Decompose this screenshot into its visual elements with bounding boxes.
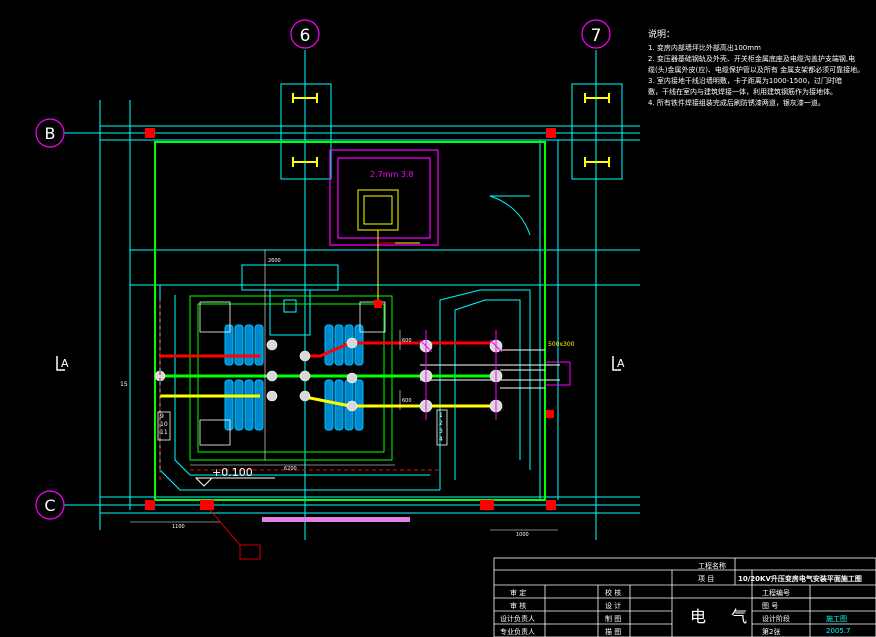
elevation-label: +0.100 bbox=[212, 466, 253, 479]
section-a-right: A bbox=[617, 357, 625, 370]
dim-bottom-b: 6200 bbox=[284, 466, 297, 472]
column-markers bbox=[145, 128, 556, 510]
thin-cables bbox=[420, 349, 560, 389]
tb-project-label: 工程名称 bbox=[698, 562, 726, 570]
ground-bus bbox=[159, 300, 440, 480]
dim-bottom-c: 1000 bbox=[516, 532, 529, 538]
tb-drawing-title: 10/20KV升压变房电气安装平面施工图 bbox=[738, 575, 862, 583]
tb-row-right-2: 图 号 bbox=[762, 602, 779, 610]
left-dim-11: 11 bbox=[160, 429, 168, 436]
tb-row-mid-1: 校 核 bbox=[605, 589, 622, 597]
bus-entry bbox=[545, 361, 571, 386]
elevation-mark bbox=[194, 477, 275, 487]
dim-mid-b: 600 bbox=[402, 398, 412, 404]
tb-row-right-3: 设计阶段 bbox=[762, 615, 790, 623]
steel-brackets bbox=[292, 93, 610, 167]
transformer-body bbox=[241, 264, 339, 336]
tb-category-label: 项 目 bbox=[698, 575, 715, 583]
title-block-frame bbox=[493, 557, 876, 637]
note-line-1: 1. 变房内部墙坪比外部高出100mm bbox=[648, 44, 761, 52]
grid-lines bbox=[64, 50, 640, 540]
tb-row-mid-2: 设 计 bbox=[605, 602, 622, 610]
dim-bottom-a: 1100 bbox=[172, 524, 185, 530]
left-dim-9: 9 bbox=[160, 413, 164, 420]
insulator-supports bbox=[419, 330, 503, 420]
grid-bubbles bbox=[35, 19, 611, 520]
note-line-5: 敷，干线在室内与建筑焊接一体，利用建筑钢筋作为接地体。 bbox=[648, 88, 837, 96]
notes-title: 说明： bbox=[648, 30, 676, 40]
right-dim-4: 4 bbox=[439, 436, 443, 443]
bottom-leader bbox=[209, 509, 261, 560]
left-dim-box bbox=[157, 411, 171, 441]
note-line-6: 4. 所有铁件焊接组装完成后刷防锈漆两道，银灰漆一道。 bbox=[648, 99, 825, 107]
tb-row-right-4: 第2张 bbox=[762, 628, 781, 636]
tb-row-left-3: 设计负责人 bbox=[500, 615, 535, 623]
right-dim-2: 2 bbox=[439, 420, 443, 427]
dim-mid-a: 600 bbox=[402, 338, 412, 344]
note-line-4: 3. 室内接地干线沿墙明敷，卡子距离为1000-1500，过门时暗 bbox=[648, 77, 843, 85]
left-dim-10: 10 bbox=[160, 421, 168, 428]
right-dim-box bbox=[436, 409, 448, 446]
insulators bbox=[154, 337, 503, 413]
right-dim-3: 3 bbox=[439, 428, 443, 435]
door-bar bbox=[262, 517, 410, 522]
notes-block: 说明： 1. 变房内部墙坪比外部高出100mm 2. 变压器基础钢轨及外壳、开关… bbox=[648, 30, 873, 109]
right-dim-1: 1 bbox=[439, 412, 443, 419]
grid-label-b: B bbox=[45, 124, 56, 143]
section-a-left: A bbox=[61, 357, 69, 370]
transformer-pit bbox=[329, 149, 439, 246]
note-line-3: 缆(头)金属外皮(应)、电缆保护管以及所有 金属支架都必须可靠接地。 bbox=[648, 66, 865, 74]
pit-label: 2.7mm 3.8 bbox=[370, 170, 414, 179]
num-15: 15 bbox=[120, 381, 128, 388]
bus-entry-label: 500x300 bbox=[548, 341, 575, 348]
tb-row-left-4: 专业负责人 bbox=[500, 628, 535, 636]
column-piers bbox=[280, 83, 623, 180]
grid-label-c: C bbox=[44, 496, 55, 515]
tb-row-mid-3: 制 图 bbox=[605, 615, 622, 623]
grid-label-6: 6 bbox=[300, 26, 311, 46]
section-marks bbox=[56, 356, 621, 371]
fin-frames bbox=[199, 301, 386, 446]
note-line-2: 2. 变压器基础钢轨及外壳、开关柜金属底座及电缆沟盖护支端钢,电 bbox=[648, 55, 856, 63]
tb-row-right-1: 工程编号 bbox=[762, 589, 790, 597]
tb-row-mid-4: 描 图 bbox=[605, 628, 622, 636]
dim-left-h: 2600 bbox=[268, 258, 281, 264]
tb-row-left-1: 审 定 bbox=[510, 589, 527, 597]
transformer-platform bbox=[189, 295, 393, 461]
tb-discipline: 电 气 bbox=[690, 607, 758, 626]
tb-row-left-2: 审 核 bbox=[510, 602, 527, 610]
room-wall bbox=[154, 141, 546, 501]
door-red-marks bbox=[200, 500, 494, 510]
dimension-lines bbox=[130, 250, 558, 531]
tb-stage-value: 施工图 bbox=[826, 615, 847, 623]
tb-date-value: 2005.7 bbox=[826, 627, 851, 635]
grid-label-7: 7 bbox=[591, 26, 602, 46]
